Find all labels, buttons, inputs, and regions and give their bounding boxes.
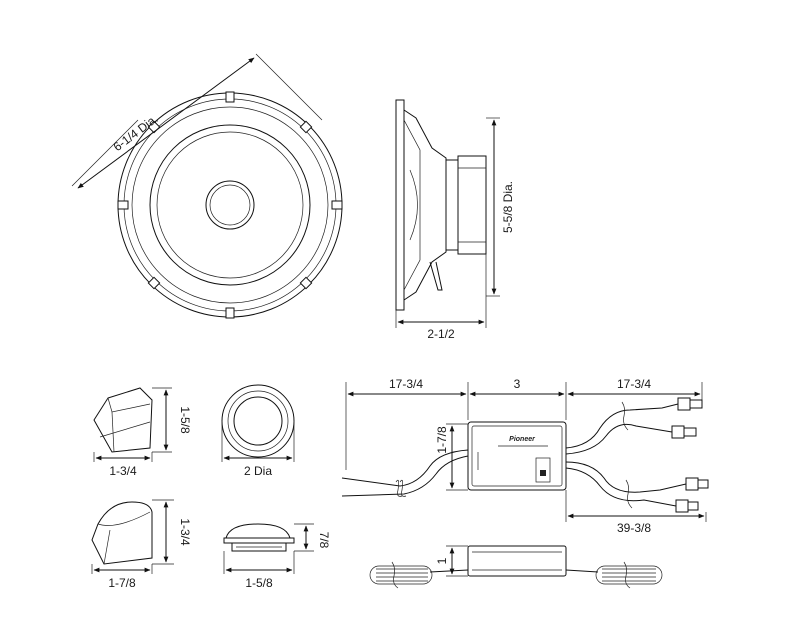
tweeter-b-width-label: 1-7/8 — [108, 576, 136, 590]
tweeter-flush-side: 7/8 1-5/8 — [223, 523, 331, 590]
crossover-side-view: 1 — [369, 545, 663, 589]
depth-label: 2-1/2 — [427, 327, 455, 341]
tweeter-flush-height-label: 7/8 — [317, 532, 331, 549]
woofer-lead-length-label: 39-3/8 — [617, 521, 651, 535]
tweeter-a-width-label: 1-3/4 — [109, 464, 137, 478]
input-lead-length-label: 17-3/4 — [389, 377, 423, 391]
box-height-label: 1-7/8 — [435, 426, 449, 454]
tweeter-a-height-label: 1-5/8 — [178, 406, 192, 434]
side-height-label: 1 — [435, 557, 449, 564]
output-lead-length-label: 17-3/4 — [617, 377, 651, 391]
tweeter-angled-top: 1-5/8 1-3/4 — [93, 387, 192, 478]
tweeter-flush-width-label: 1-5/8 — [245, 576, 273, 590]
tweeter-angled-side: 1-3/4 1-7/8 — [91, 499, 192, 590]
crossover-top-view: 17-3/4 3 17-3/4 1-7/8 Pioneer — [341, 377, 709, 535]
tweeter-b-height-label: 1-3/4 — [178, 518, 192, 546]
woofer-front-view: 6-1/4 Dia. — [71, 53, 343, 319]
box-length-label: 3 — [514, 377, 521, 391]
brand-logo-text: Pioneer — [509, 436, 536, 443]
cone-diameter-label: 5-5/8 Dia. — [501, 181, 515, 233]
tweeter-round-diameter-label: 2 Dia — [244, 464, 272, 478]
tweeter-round-front: 2 Dia — [221, 384, 295, 478]
woofer-side-view: 5-5/8 Dia. 2-1/2 — [395, 99, 515, 341]
